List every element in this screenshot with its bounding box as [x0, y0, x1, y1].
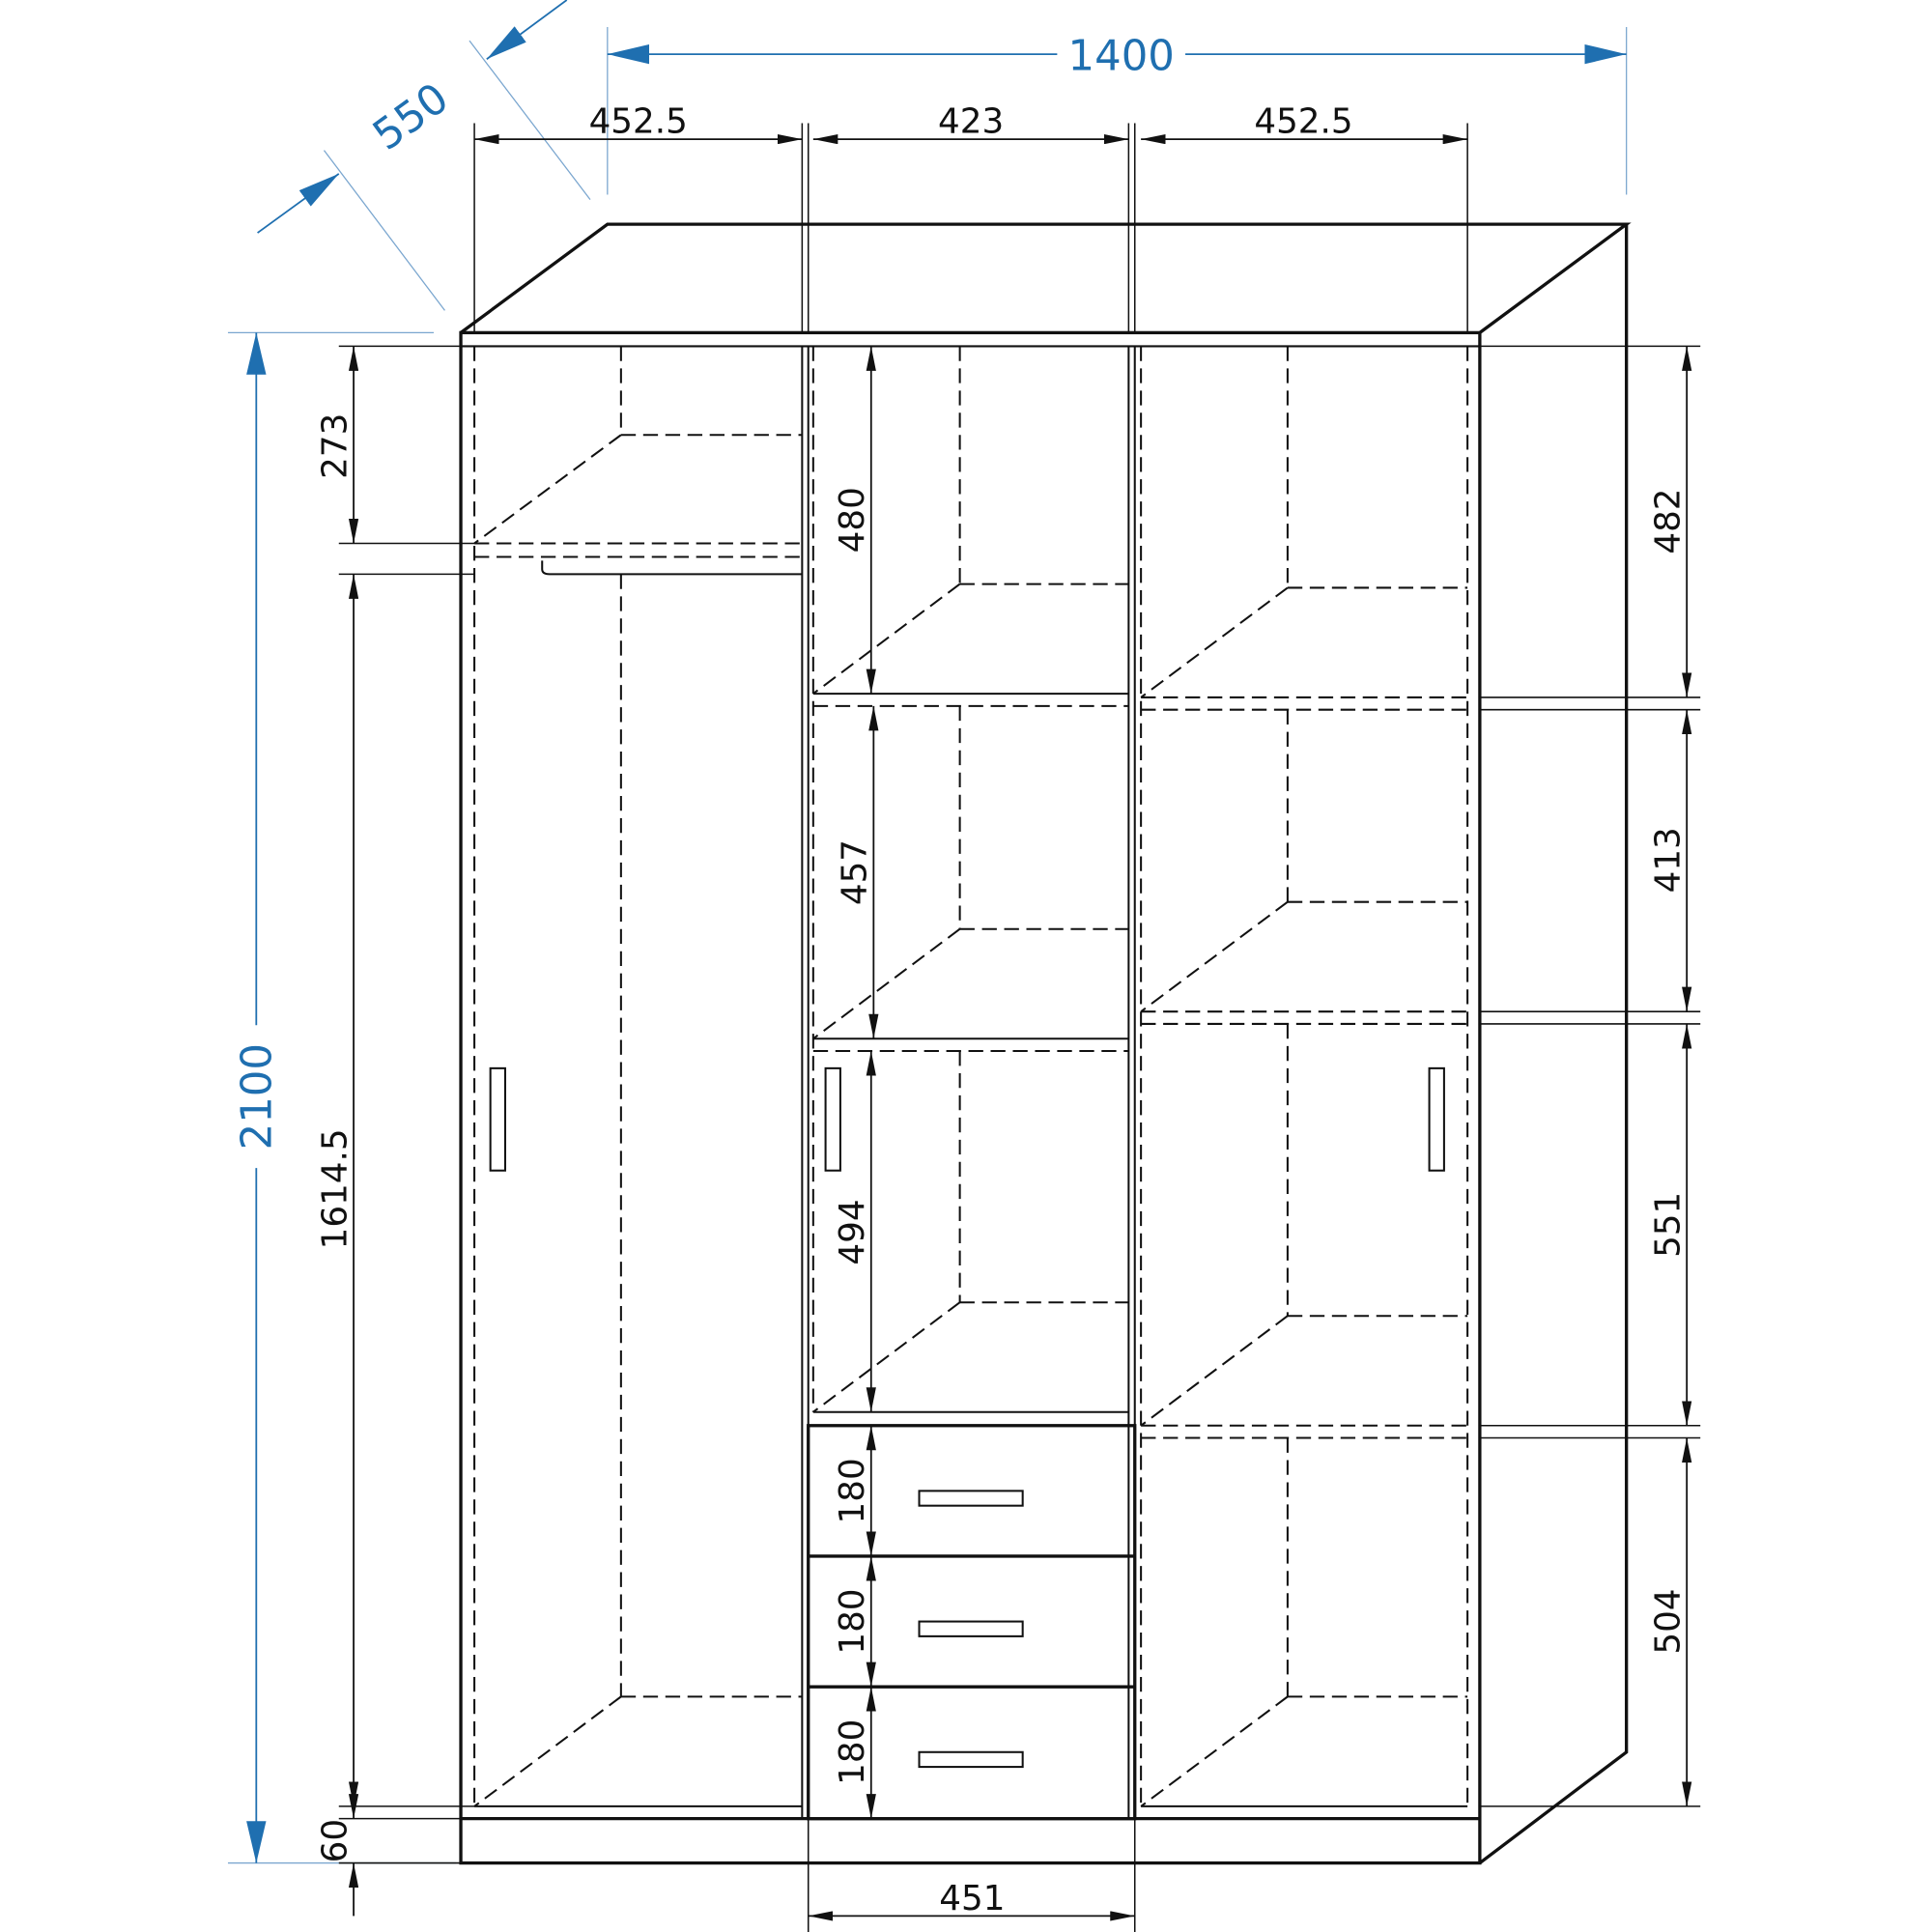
wardrobe-body [459, 222, 1632, 1865]
label-left-hanging: 1614.5 [315, 1128, 355, 1249]
label-right-width: 452.5 [1254, 102, 1352, 142]
label-plinth: 60 [315, 1819, 355, 1862]
extension-lines [227, 27, 1701, 1932]
left-section [473, 346, 803, 1807]
label-right-shelf-1: 482 [1649, 488, 1689, 554]
label-drawer-3: 180 [833, 1719, 872, 1785]
label-overall-width: 1400 [1068, 33, 1175, 81]
label-depth: 550 [364, 74, 457, 160]
door-handle-left [489, 1066, 506, 1172]
hanging-rail [541, 560, 803, 576]
label-middle-shelf-3: 494 [833, 1199, 872, 1264]
label-right-shelf-2: 413 [1649, 827, 1689, 893]
label-middle-shelf-2: 457 [836, 839, 875, 905]
right-section [1140, 346, 1469, 1807]
dimension-labels: 1400 550 2100 452.5 423 452.5 273 1614.5… [234, 33, 1689, 1918]
label-left-width: 452.5 [589, 102, 688, 142]
label-middle-shelf-1: 480 [833, 487, 872, 553]
label-drawer-2: 180 [833, 1588, 872, 1654]
drawer-handle [918, 1750, 1024, 1769]
door-handle-right [1428, 1066, 1445, 1172]
label-overall-height: 2100 [234, 1043, 282, 1150]
middle-section [807, 346, 1137, 1821]
dimension-lines [246, 0, 1692, 1921]
drawer-handle [918, 1620, 1024, 1637]
drawers [807, 1424, 1137, 1821]
door-handle-middle [824, 1066, 841, 1172]
label-right-shelf-4: 504 [1649, 1588, 1689, 1654]
label-right-shelf-3: 551 [1649, 1192, 1689, 1258]
label-drawer-1: 180 [833, 1458, 872, 1523]
drawer-handle [918, 1490, 1024, 1507]
label-drawer-width: 451 [939, 1879, 1005, 1918]
label-middle-width: 423 [938, 102, 1004, 142]
label-left-top: 273 [315, 413, 355, 479]
